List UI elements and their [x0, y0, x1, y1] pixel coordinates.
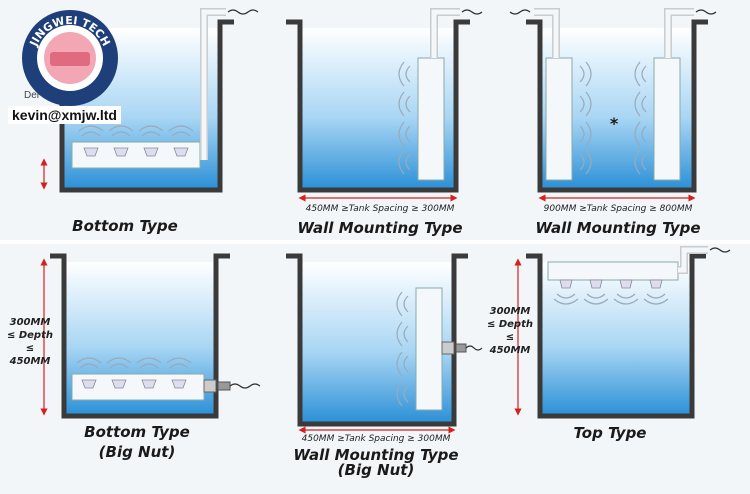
depth-line-2: ≤ Depth ≤	[486, 319, 533, 343]
depth-label-bottom-bignut: 300MM ≤ Depth ≤ 450MM	[4, 316, 56, 368]
depth-line-1: 300MM	[9, 317, 51, 328]
transducer-box	[417, 57, 445, 181]
wave-icons	[579, 61, 647, 175]
depth-line-1: 300MM	[489, 306, 531, 317]
depth-line-2: ≤ Depth ≤	[6, 330, 53, 354]
transducer-heads	[83, 147, 189, 157]
tank-wall	[526, 19, 708, 193]
panel-wall-mounting-double	[509, 8, 717, 202]
depth-label-top-type: 300MM ≤ Depth ≤ 450MM	[484, 305, 536, 357]
depth-line-3: 450MM	[9, 356, 51, 367]
contact-prefix: Der	[24, 90, 41, 101]
dimension-tank-spacing-bignut: 450MM ≥Tank Spacing ≥ 300MM	[301, 434, 451, 444]
caption-wall-mounting: Wall Mounting Type	[297, 219, 463, 237]
power-cable	[227, 9, 259, 15]
big-nut	[203, 379, 217, 393]
caption-wall-bignut-2: (Big Nut)	[337, 461, 415, 479]
wave-icons	[398, 61, 411, 175]
center-marker: *	[609, 114, 619, 133]
caption-bottom-bignut-2: (Big Nut)	[98, 443, 176, 461]
caption-wall-mounting-double: Wall Mounting Type	[535, 219, 701, 237]
wave-icons	[78, 125, 194, 137]
tank-wall	[286, 253, 468, 427]
jingwei-logo: JINGWEI TECH CHINESE-MACHINE.COM	[22, 10, 118, 106]
big-nut	[441, 341, 455, 355]
panel-wall-mounting	[286, 8, 483, 202]
caption-top-type: Top Type	[573, 424, 647, 442]
caption-wall-bignut-1: Wall Mounting Type	[293, 446, 459, 464]
contact-email[interactable]: kevin@xmjw.ltd	[8, 106, 121, 124]
tank-wall	[526, 253, 706, 419]
panel-wall-bignut	[286, 253, 483, 434]
dimension-tank-spacing-double: 900MM ≥Tank Spacing ≥ 800MM	[543, 204, 693, 214]
depth-line-3: 450MM	[489, 345, 531, 356]
caption-bottom-bignut-1: Bottom Type	[84, 423, 190, 441]
panel-top-type	[514, 246, 731, 419]
dimension-tank-spacing: 450MM ≥Tank Spacing ≥ 300MM	[305, 204, 455, 214]
tank-wall	[286, 19, 470, 193]
panel-bottom-bignut	[40, 253, 261, 419]
caption-bottom-type: Bottom Type	[72, 217, 178, 235]
tank-wall	[50, 253, 230, 419]
